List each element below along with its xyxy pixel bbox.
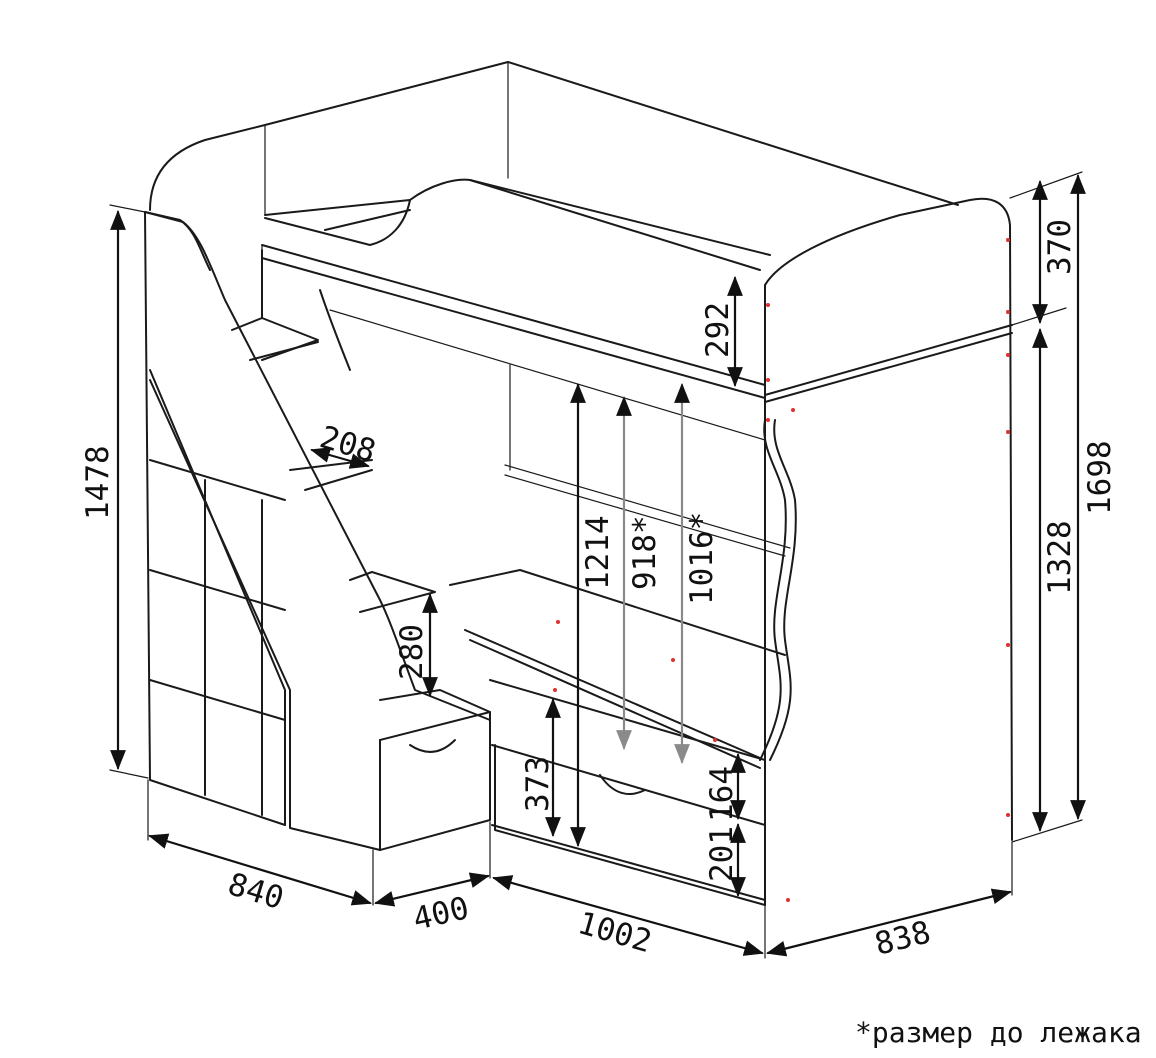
footnote: *размер до лежака xyxy=(855,1016,1142,1049)
dim-208: 208 xyxy=(316,419,380,470)
dim-370: 370 xyxy=(1042,219,1078,275)
bed-frame xyxy=(144,61,1013,906)
dim-1214: 1214 xyxy=(580,515,616,590)
dim-1328: 1328 xyxy=(1042,520,1078,595)
dim-164: 164 xyxy=(704,766,740,822)
dim-292: 292 xyxy=(700,302,736,358)
stair-unit xyxy=(144,211,491,851)
dim-1478: 1478 xyxy=(80,445,116,520)
dim-1002: 1002 xyxy=(574,905,656,960)
dim-838: 838 xyxy=(871,914,934,962)
dimension-labels: 1478 1698 370 1328 292 1214 918* 1016* 2… xyxy=(80,219,1118,963)
dim-840: 840 xyxy=(224,866,288,917)
dim-1698: 1698 xyxy=(1082,440,1118,515)
dim-918: 918* xyxy=(627,515,663,590)
dim-280: 280 xyxy=(394,624,430,680)
dim-201: 201 xyxy=(704,826,740,882)
dim-373: 373 xyxy=(520,756,556,812)
dim-1016: 1016* xyxy=(684,512,720,605)
dimension-lines xyxy=(109,171,1086,959)
dim-400: 400 xyxy=(410,890,473,938)
